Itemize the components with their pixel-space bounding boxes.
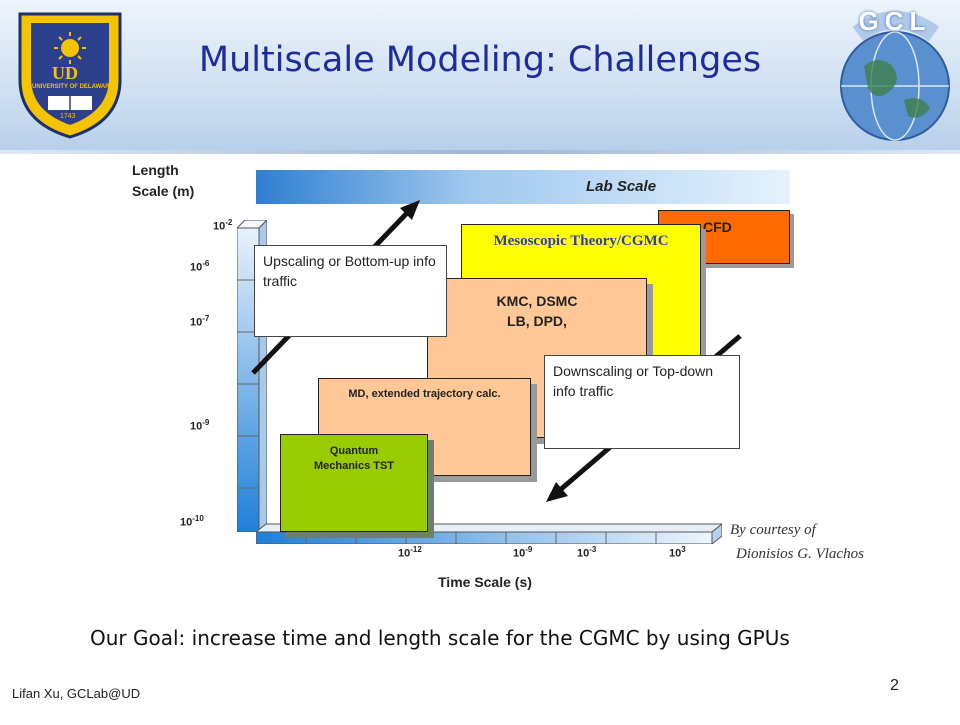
x-tick-base: 10 [577,547,590,560]
y-tick-exp: -7 [202,314,210,323]
y-tick-exp: -2 [225,218,233,227]
y-tick-exp: -10 [192,514,204,523]
y-tick-base: 10 [180,516,193,529]
y-tick-base: 10 [190,261,203,274]
gcl-globe-logo: GCL [834,4,956,150]
page-title: Multiscale Modeling: Challenges [198,40,762,80]
credit-line2: Dionisios G. Vlachos [736,546,864,562]
x-tick-base: 10 [513,547,526,560]
university-logo-name: UNIVERSITY OF DELAWARE [32,84,114,90]
gcl-logo-text: GCL [858,6,932,36]
y-tick: 10-2 [213,218,232,233]
x-tick-base: 10 [669,547,682,560]
y-tick-base: 10 [213,220,226,233]
lab-scale-bar [256,170,790,204]
cfd-label: CFD [703,219,732,235]
y-tick: 10-10 [180,514,204,529]
x-tick: 10-3 [577,545,596,560]
y-tick: 10-7 [190,314,209,329]
y-tick-base: 10 [190,420,203,433]
y-axis-label-line1: Length [132,162,179,178]
x-tick: 103 [669,545,686,560]
x-tick-exp: 3 [681,545,686,554]
x-tick-exp: -3 [589,545,597,554]
university-logo-initials: UD [52,63,78,83]
quantum-box: Quantum Mechanics TST [280,434,428,532]
credit-line1: By courtesy of [730,522,816,538]
y-tick-base: 10 [190,316,203,329]
y-tick-exp: -6 [202,259,210,268]
upscaling-note: Upscaling or Bottom-up info traffic [254,245,447,337]
university-logo-year: 1743 [60,113,76,120]
mesoscopic-label: Mesoscopic Theory/CGMC [493,233,669,249]
page-number: 2 [890,677,899,694]
goal-statement: Our Goal: increase time and length scale… [90,626,790,650]
x-axis-label: Time Scale (s) [438,574,532,590]
y-tick: 10-9 [190,418,209,433]
y-tick-exp: -9 [202,418,210,427]
x-tick-exp: -12 [410,545,422,554]
downscaling-note: Downscaling or Top-down info traffic [544,355,740,449]
y-axis-label-line2: Scale (m) [132,183,195,199]
y-tick: 10-6 [190,259,209,274]
kmc-label-line2: LB, DPD, [507,313,567,329]
lab-scale-label: Lab Scale [586,178,657,195]
y-axis-label: Length Scale (m) [132,160,194,202]
header-banner [0,0,960,152]
x-tick: 10-9 [513,545,532,560]
x-tick-exp: -9 [525,545,533,554]
header-divider [0,150,960,154]
quantum-label-line2: Mechanics TST [313,460,395,472]
kmc-label-line1: KMC, DSMC [496,293,578,309]
university-logo: UD UNIVERSITY OF DELAWARE 1743 [14,10,126,140]
x-tick: 10-12 [398,545,422,560]
md-label: MD, extended trajectory calc. [348,388,501,400]
quantum-label-line1: Quantum [329,445,379,457]
x-tick-base: 10 [398,547,411,560]
footer-author: Lifan Xu, GCLab@UD [12,686,141,701]
